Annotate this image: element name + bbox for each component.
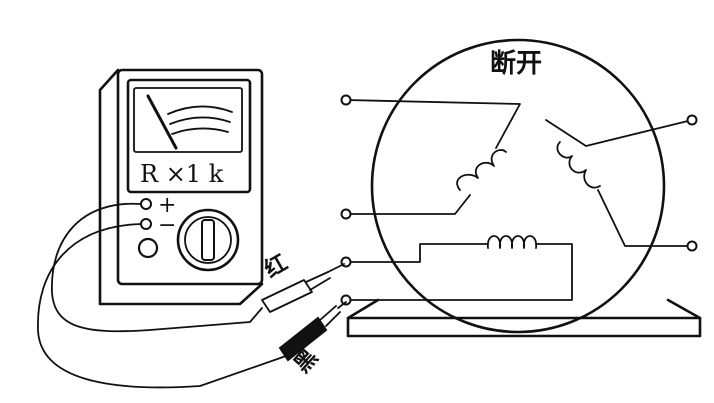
meter-needle — [146, 94, 178, 150]
range-label: R ×1 k — [140, 160, 224, 188]
black-probe — [278, 301, 347, 362]
terminal-left-top — [340, 94, 352, 106]
meter-body-side — [98, 68, 264, 306]
coil-bottom — [345, 235, 573, 301]
multimeter: R ×1 k + − — [98, 68, 264, 306]
terminal-right-bottom — [686, 240, 698, 252]
red-probe — [261, 263, 345, 313]
terminal-left-mid — [340, 208, 352, 220]
motor-state-label: 断开 — [490, 48, 542, 79]
motor: 断开 — [340, 38, 702, 338]
meter-display — [126, 78, 252, 194]
jack-minus — [140, 218, 152, 230]
probe-leads: 红 黑 — [37, 202, 347, 389]
motor-base — [346, 298, 702, 338]
red-lead-wire — [51, 202, 263, 333]
jack-extra — [137, 237, 159, 259]
coil-right — [545, 119, 693, 247]
scale-arc — [171, 127, 229, 135]
red-probe-label: 红 — [260, 250, 292, 284]
range-selector-knob — [176, 208, 240, 272]
scale-arc — [169, 116, 231, 125]
terminal-left-bottom — [340, 294, 352, 306]
minus-label: − — [158, 213, 176, 238]
terminal-right-top — [686, 114, 698, 126]
plus-label: + — [158, 193, 176, 218]
black-lead-wire — [37, 223, 287, 389]
coil-left — [345, 99, 521, 215]
jack-plus — [140, 198, 152, 210]
scale-arc — [167, 105, 233, 115]
motor-housing — [370, 38, 666, 334]
meter-body-front — [116, 68, 264, 286]
meter-scale-window — [133, 87, 243, 153]
